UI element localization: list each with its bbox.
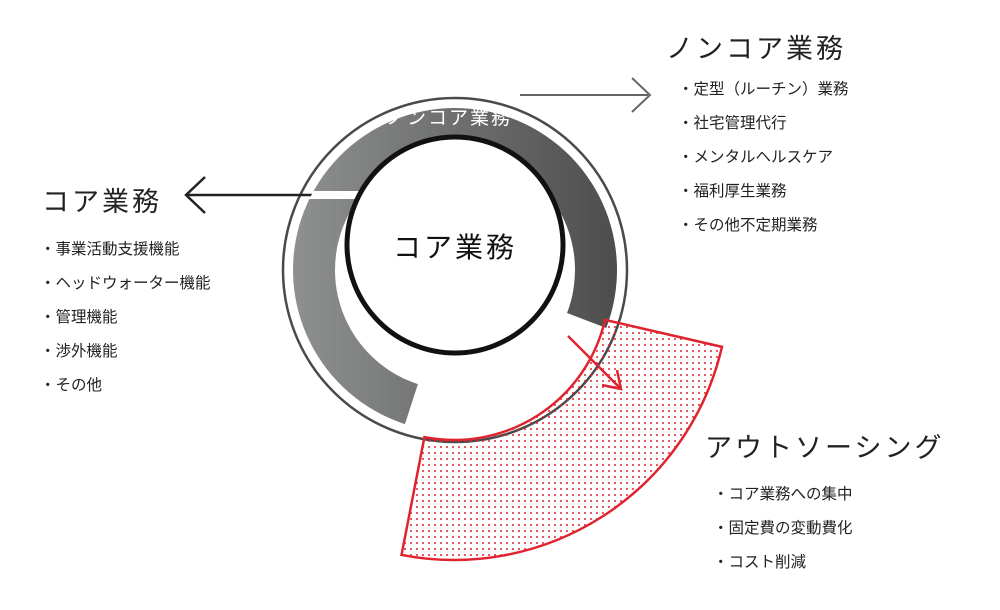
list-item: コスト削減 xyxy=(713,545,853,579)
outsourcing-list: コア業務への集中 固定費の変動費化 コスト削減 xyxy=(713,477,853,579)
list-item: その他不定期業務 xyxy=(678,208,849,242)
noncore-list: 定型（ルーチン）業務 社宅管理代行 メンタルヘルスケア 福利厚生業務 その他不定… xyxy=(678,72,849,242)
list-item: ヘッドウォーター機能 xyxy=(40,266,211,300)
outsourcing-arrow xyxy=(567,335,623,391)
list-item: メンタルヘルスケア xyxy=(678,140,849,174)
outsourcing-arc xyxy=(400,318,724,562)
list-item: 福利厚生業務 xyxy=(678,174,849,208)
arrow-gap-band xyxy=(293,191,400,199)
list-item: 管理機能 xyxy=(40,300,211,334)
noncore-heading: ノンコア業務 xyxy=(666,34,846,65)
noncore-arrow xyxy=(520,77,652,113)
center-label: コア業務 xyxy=(393,231,517,264)
outsourcing-heading: アウトソーシング xyxy=(705,433,945,464)
list-item: 事業活動支援機能 xyxy=(40,232,211,266)
list-item: 渉外機能 xyxy=(40,334,211,368)
core-list: 事業活動支援機能 ヘッドウォーター機能 管理機能 渉外機能 その他 xyxy=(40,232,211,402)
list-item: コア業務への集中 xyxy=(713,477,853,511)
list-item: その他 xyxy=(40,368,211,402)
list-item: 定型（ルーチン）業務 xyxy=(678,72,849,106)
list-item: 社宅管理代行 xyxy=(678,106,849,140)
core-heading: コア業務 xyxy=(42,187,162,218)
core-circle xyxy=(344,134,566,356)
list-item: 固定費の変動費化 xyxy=(713,511,853,545)
ring-label: ノンコア業務 xyxy=(386,107,512,129)
